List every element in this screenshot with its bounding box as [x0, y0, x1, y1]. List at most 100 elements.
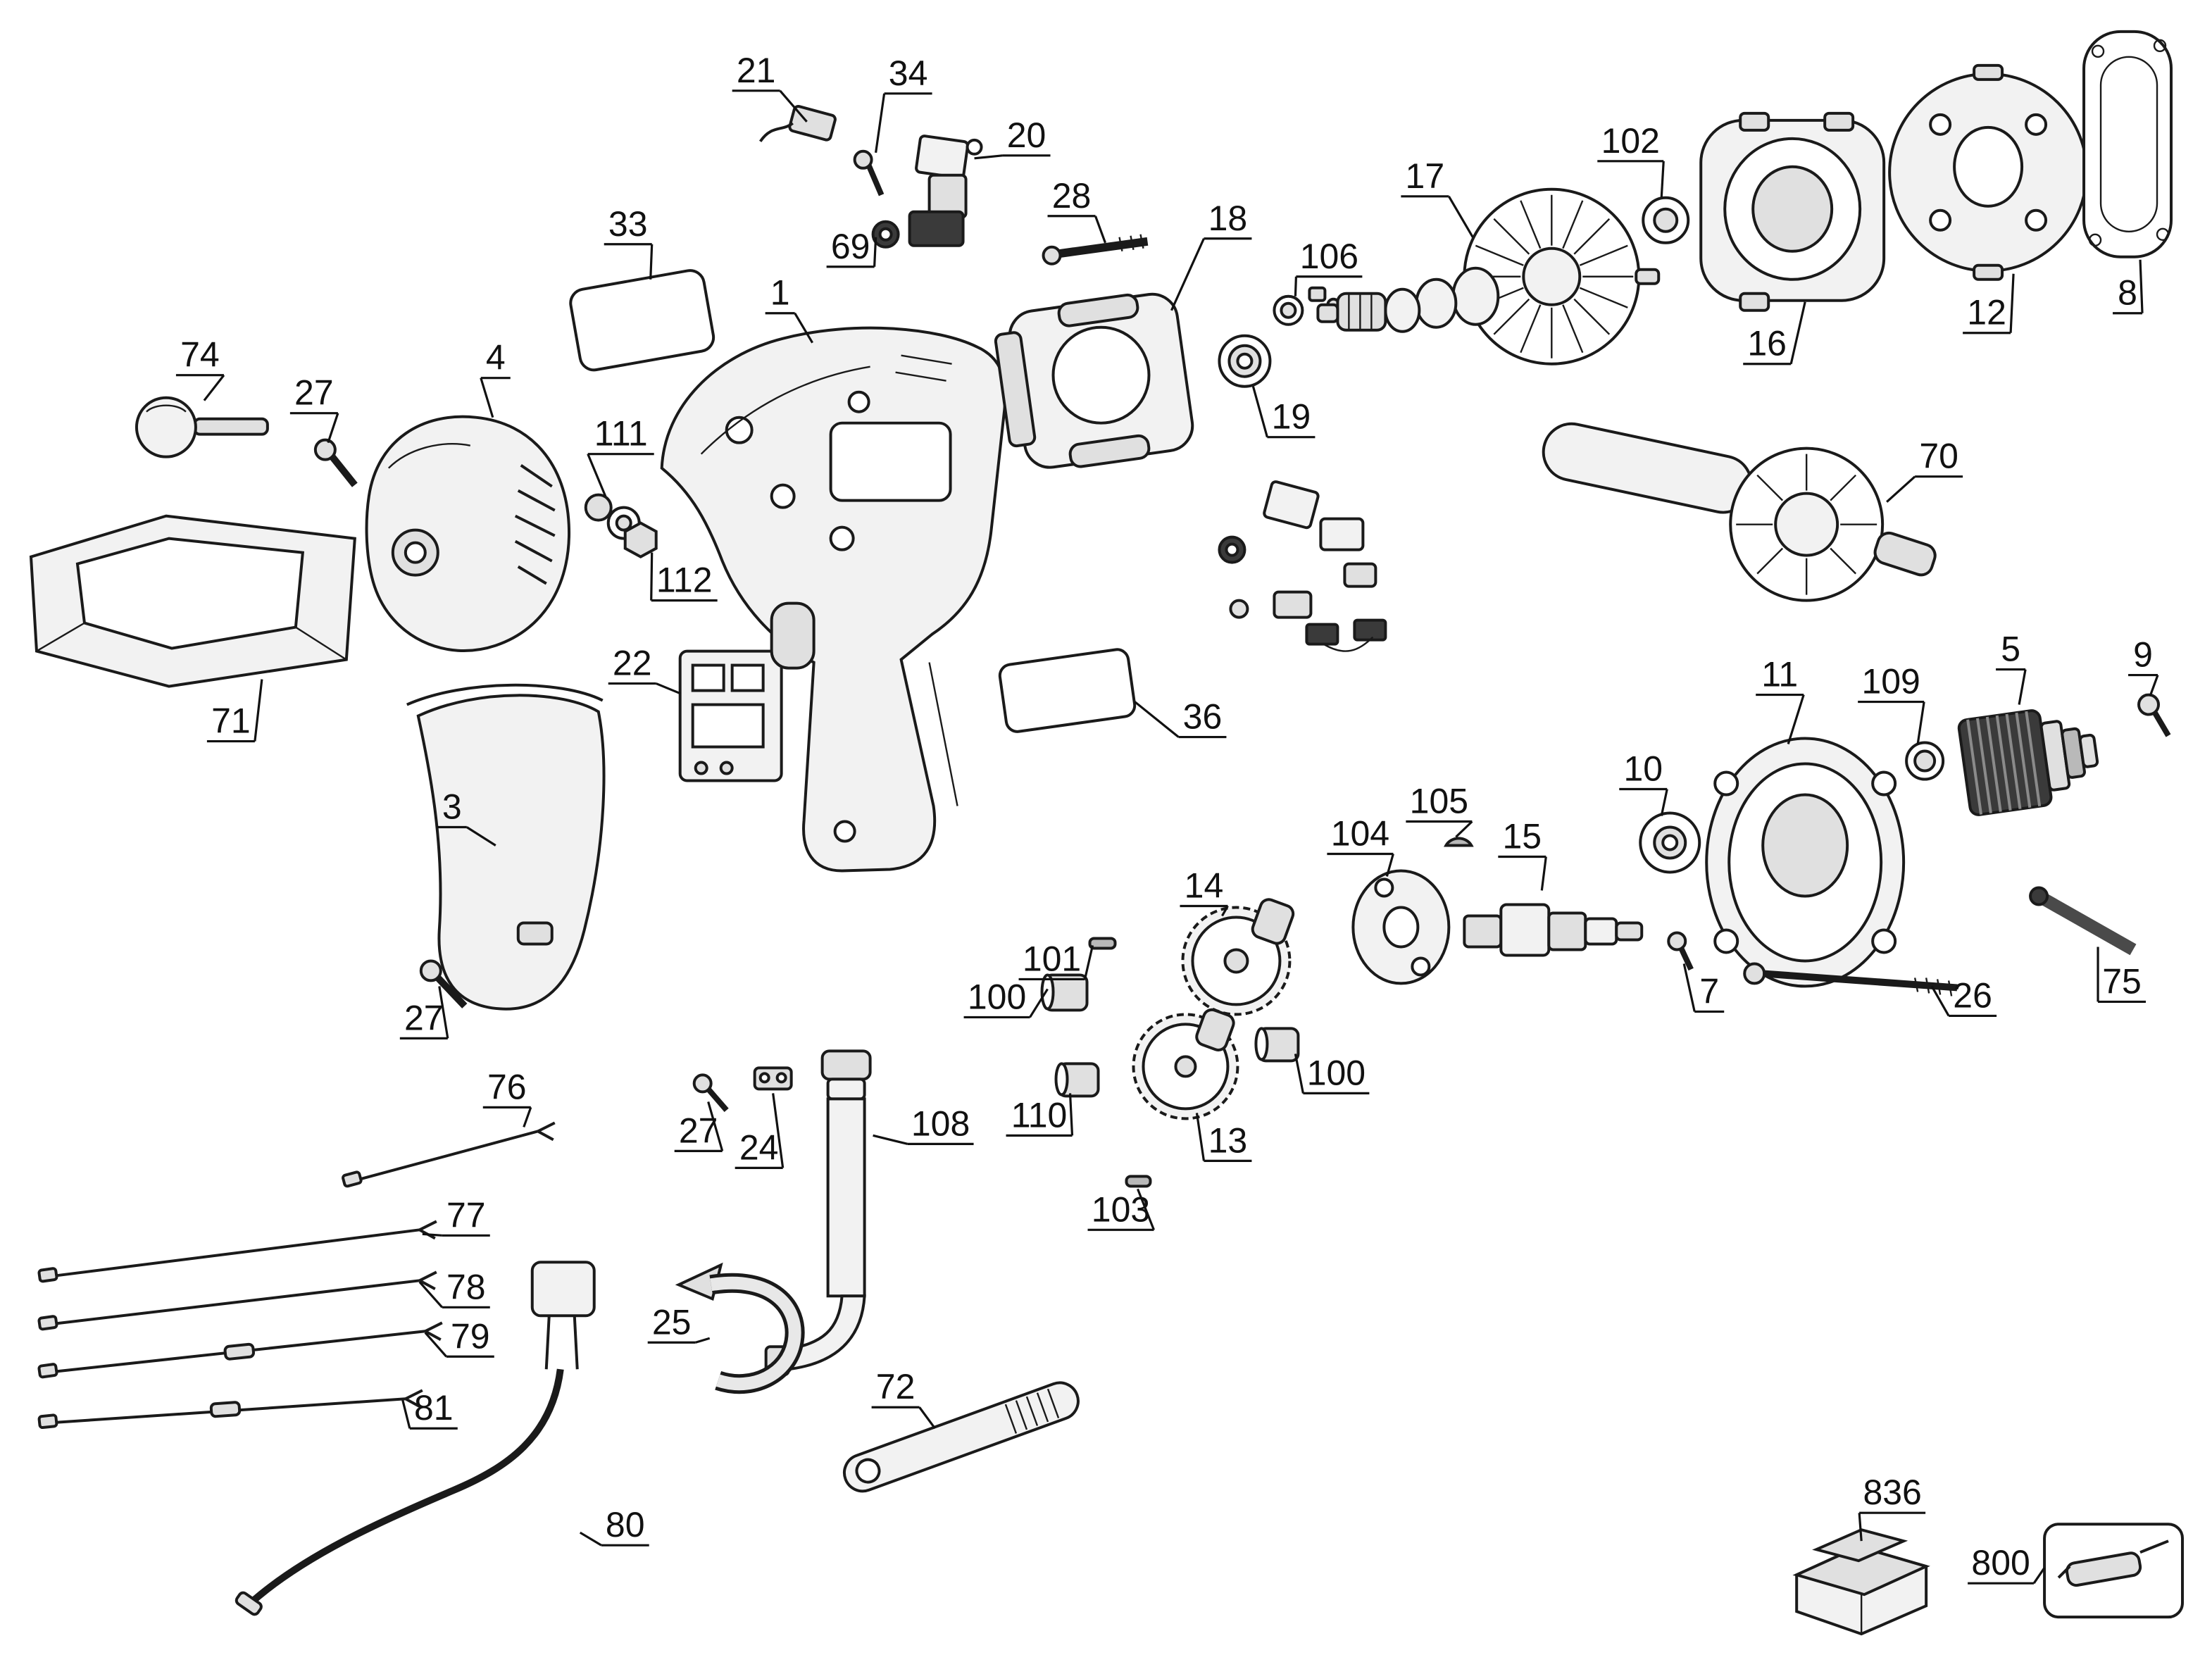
part-callout-7: 7: [1682, 963, 1725, 1013]
part-number-label: 17: [1406, 156, 1445, 196]
part-callout-110: 110: [1006, 1093, 1074, 1137]
part-screw-27-handle: [419, 959, 468, 1008]
part-rod-75: [2029, 886, 2137, 956]
part-callout-81: 81: [401, 1388, 458, 1430]
part-callout-8: 8: [2113, 259, 2144, 315]
part-callout-106: 106: [1294, 237, 1363, 296]
leader-line: [1789, 301, 1806, 365]
part-lead-wire-77: [37, 1220, 437, 1283]
leader-line: [1886, 475, 1916, 503]
part-brush-holder-cluster: [1218, 480, 1387, 652]
leader-line: [1195, 1113, 1206, 1161]
part-bearing-102: [1642, 196, 1690, 244]
part-number-label: 836: [1863, 1473, 1921, 1512]
part-callout-10: 10: [1619, 749, 1668, 816]
part-callout-105: 105: [1406, 782, 1473, 838]
part-callout-27: 27: [289, 373, 339, 444]
leader-line: [649, 244, 654, 280]
part-bearing-10: [1639, 811, 1701, 874]
part-number-label: 72: [876, 1367, 916, 1406]
part-number-label: 75: [2102, 961, 2142, 1001]
part-callout-102: 102: [1597, 121, 1665, 198]
part-lead-wire-76: [342, 1121, 556, 1188]
part-cord-set-80: [235, 1261, 596, 1616]
leader-line: [873, 237, 877, 267]
leader-line: [1170, 238, 1205, 311]
part-front-housing-4: [365, 415, 571, 652]
part-bracket-20: [908, 135, 983, 247]
part-callout-19: 19: [1251, 386, 1316, 439]
part-nut-112: [623, 521, 658, 558]
part-number-label: 77: [446, 1195, 486, 1235]
part-callout-25: 25: [647, 1302, 711, 1344]
part-number-label: 105: [1410, 782, 1468, 821]
leader-line: [707, 1101, 724, 1151]
part-number-label: 800: [1971, 1543, 2030, 1582]
leader-line: [438, 986, 449, 1039]
part-callout-72: 72: [871, 1367, 936, 1430]
leader-line: [1385, 854, 1394, 877]
part-callout-27: 27: [399, 986, 449, 1040]
part-number-label: 101: [1023, 939, 1081, 978]
leader-line: [418, 1281, 443, 1308]
part-strap-wrench-72: [842, 1381, 1080, 1493]
part-side-handle-70: [1542, 422, 1937, 602]
part-case-lid-71: [29, 514, 356, 688]
part-number-label: 19: [1272, 397, 1311, 437]
leader-line: [424, 1332, 447, 1358]
part-number-label: 34: [889, 54, 928, 93]
leader-line: [2149, 675, 2159, 697]
part-baffle-16: [1699, 111, 1886, 312]
leader-line: [1660, 789, 1668, 816]
leader-line: [579, 1531, 602, 1547]
leader-line: [327, 413, 339, 444]
part-number-label: 102: [1601, 121, 1660, 161]
leader-line: [2018, 669, 2027, 705]
part-number-label: 100: [1307, 1053, 1366, 1092]
part-callout-76: 76: [482, 1067, 532, 1128]
part-screw-9: [2137, 693, 2171, 737]
part-bearing-19: [1218, 334, 1272, 388]
part-callout-28: 28: [1047, 176, 1107, 244]
leader-line: [523, 1106, 532, 1128]
leader-line: [1447, 195, 1474, 238]
part-number-label: 25: [652, 1302, 692, 1342]
part-callout-75: 75: [2097, 947, 2147, 1004]
leader-line: [465, 826, 496, 847]
part-capacitor-21: [758, 105, 837, 142]
part-callout-22: 22: [608, 644, 681, 695]
leader-line: [1136, 1188, 1155, 1230]
leader-line: [1294, 1054, 1304, 1094]
part-screw-27-mid: [692, 1073, 729, 1112]
leader-line: [1134, 701, 1180, 738]
part-number-label: 27: [679, 1111, 718, 1150]
part-number-label: 69: [831, 227, 870, 266]
part-callout-14: 14: [1180, 866, 1229, 917]
part-number-label: 18: [1208, 199, 1248, 238]
part-lead-wire-81: [37, 1389, 423, 1430]
part-callout-11: 11: [1756, 655, 1805, 745]
leader-line: [1029, 988, 1049, 1018]
part-screw-7: [1667, 931, 1694, 971]
part-number-label: 11: [1761, 655, 1798, 694]
part-screw-28: [1042, 234, 1149, 266]
part-callout-100: 100: [963, 977, 1049, 1019]
leader-line: [1221, 905, 1229, 917]
part-nameplate-33: [569, 269, 716, 372]
part-number-label: 13: [1208, 1120, 1248, 1160]
part-callout-79: 79: [424, 1316, 494, 1358]
part-callout-80: 80: [579, 1505, 649, 1547]
part-callout-77: 77: [422, 1195, 490, 1237]
part-number-label: 109: [1861, 662, 1920, 701]
part-gearcase-11: [1705, 737, 1906, 988]
part-screw-27-top-left: [313, 438, 358, 487]
leader-line: [587, 454, 607, 497]
leader-line: [875, 93, 886, 154]
part-number-label: 27: [294, 373, 334, 413]
leader-line: [1858, 1513, 1863, 1542]
part-number-label: 7: [1699, 971, 1719, 1011]
part-lead-wire-78: [37, 1270, 437, 1331]
part-callout-109: 109: [1858, 662, 1925, 744]
leader-line: [254, 679, 263, 742]
